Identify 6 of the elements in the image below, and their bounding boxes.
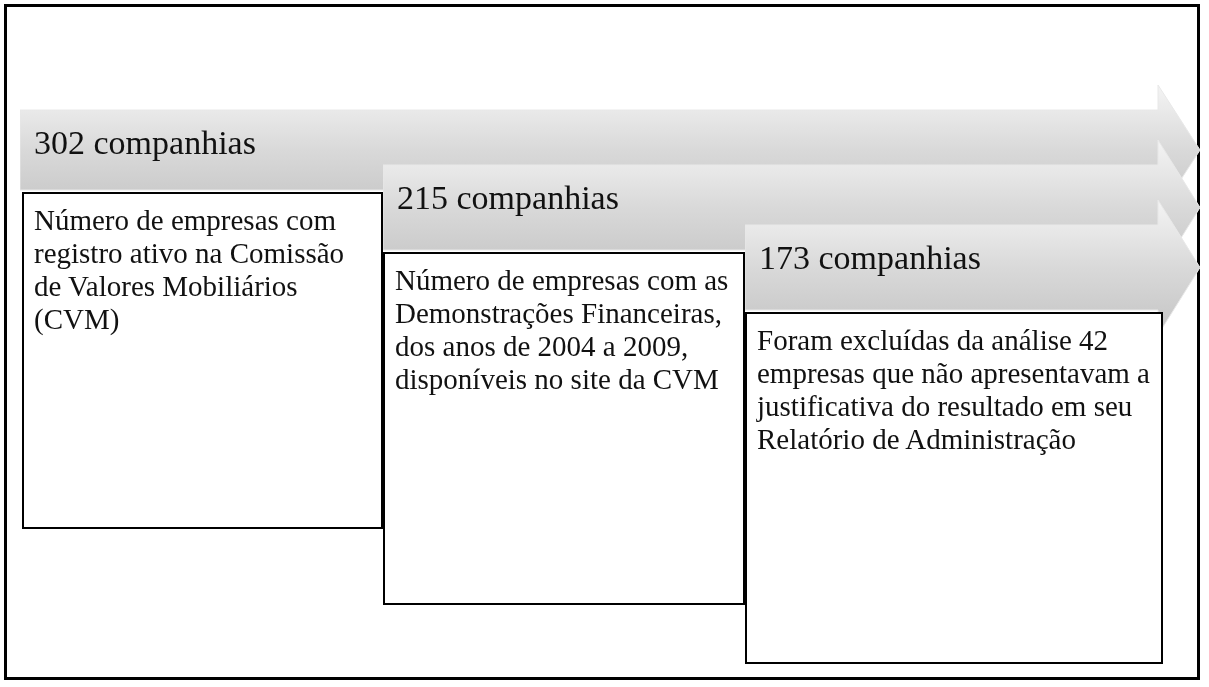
- text-box: Número de empresas com as Demonstrações Financeiras, dos anos de 2004 a 2009, disponíveis no site da CVM: [383, 252, 745, 605]
- arrow-heading: 302 companhias: [34, 124, 256, 162]
- arrow-heading: 173 companhias: [759, 239, 981, 277]
- arrow-heading: 215 companhias: [397, 179, 619, 217]
- text-box: Número de empresas com registro ativo na Comissão de Valores Mobiliários (CVM): [22, 192, 383, 529]
- text-box: Foram excluídas da análise 42 empresas que não apresentavam a justificativa do resultado em seu Relatório de Administração: [745, 312, 1163, 664]
